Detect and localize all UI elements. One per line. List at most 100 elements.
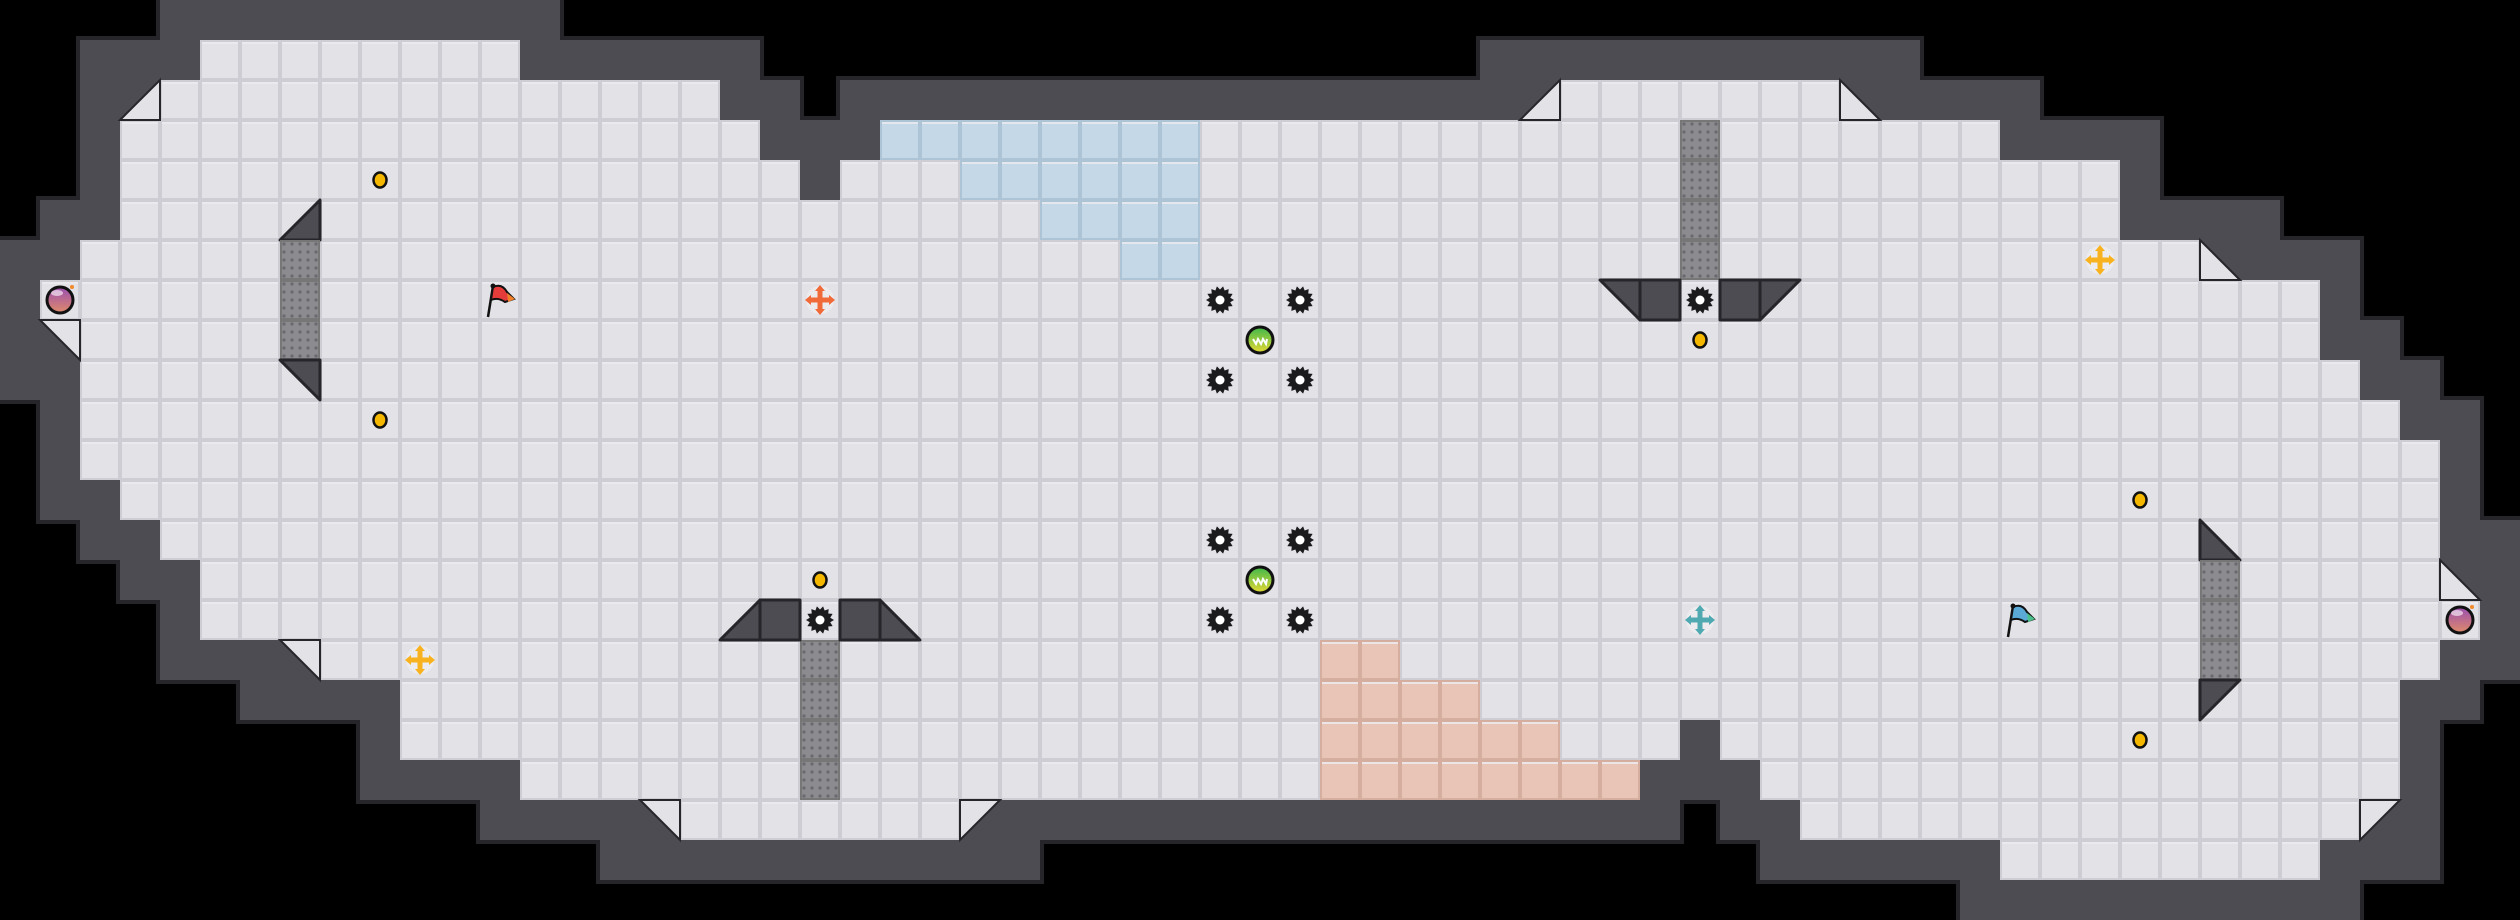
wall-block xyxy=(2120,880,2160,920)
floor-tile xyxy=(1960,520,2000,560)
floor-tile xyxy=(1760,320,1800,360)
floor-tile xyxy=(2160,320,2200,360)
floor-tile xyxy=(640,120,680,160)
floor-tile xyxy=(720,240,760,280)
floor-tile xyxy=(640,560,680,600)
floor-tile xyxy=(1560,600,1600,640)
floor-tile xyxy=(440,600,480,640)
floor-tile xyxy=(1960,800,2000,840)
wall-block xyxy=(760,840,800,880)
floor-tile xyxy=(600,200,640,240)
floor-tile xyxy=(1360,280,1400,320)
floor-tile xyxy=(960,480,1000,520)
floor-tile xyxy=(560,400,600,440)
water-tile xyxy=(960,120,1000,160)
floor-tile xyxy=(1280,200,1320,240)
floor-tile xyxy=(600,240,640,280)
floor-tile xyxy=(520,80,560,120)
floor-tile xyxy=(400,560,440,600)
floor-tile xyxy=(1440,240,1480,280)
wall-block xyxy=(120,560,160,600)
floor-tile xyxy=(2280,400,2320,440)
floor-tile xyxy=(720,560,760,600)
floor-tile xyxy=(1760,600,1800,640)
wall-block xyxy=(240,0,280,40)
floor-tile xyxy=(1480,400,1520,440)
floor-tile xyxy=(2120,640,2160,680)
water-tile xyxy=(1160,120,1200,160)
wall-block xyxy=(2040,120,2080,160)
sand-tile xyxy=(1480,760,1520,800)
floor-tile xyxy=(600,600,640,640)
floor-tile xyxy=(160,160,200,200)
wall-block xyxy=(2440,440,2480,480)
floor-tile xyxy=(480,400,520,440)
floor-tile xyxy=(880,360,920,400)
wall-block xyxy=(40,480,80,520)
floor-tile xyxy=(120,360,160,400)
floor-tile xyxy=(880,640,920,680)
floor-tile xyxy=(1640,720,1680,760)
wall-block xyxy=(2440,520,2480,560)
floor-tile xyxy=(1280,440,1320,480)
diagonal-floor-tile xyxy=(959,799,1003,843)
floor-tile xyxy=(1760,560,1800,600)
floor-tile xyxy=(1000,360,1040,400)
ramp-wall xyxy=(838,598,882,642)
floor-tile xyxy=(1120,760,1160,800)
floor-tile xyxy=(1360,400,1400,440)
floor-tile xyxy=(2040,640,2080,680)
floor-tile xyxy=(1360,320,1400,360)
floor-tile xyxy=(1960,760,2000,800)
floor-tile xyxy=(160,240,200,280)
floor-tile xyxy=(760,680,800,720)
floor-tile xyxy=(1040,640,1080,680)
wall-block xyxy=(1880,80,1920,120)
floor-tile xyxy=(520,120,560,160)
floor-tile xyxy=(1520,400,1560,440)
floor-tile xyxy=(280,520,320,560)
sand-tile xyxy=(1400,720,1440,760)
floor-tile xyxy=(160,480,200,520)
wall-block xyxy=(2400,360,2440,400)
floor-tile xyxy=(2160,440,2200,480)
floor-tile xyxy=(160,520,200,560)
floor-tile xyxy=(1720,120,1760,160)
floor-tile xyxy=(520,760,560,800)
floor-tile xyxy=(2080,320,2120,360)
floor-tile xyxy=(1080,600,1120,640)
floor-tile xyxy=(1120,640,1160,680)
floor-tile xyxy=(1760,400,1800,440)
floor-tile xyxy=(1040,280,1080,320)
wall-block xyxy=(2440,680,2480,720)
sand-tile xyxy=(1320,680,1360,720)
floor-tile xyxy=(1560,320,1600,360)
floor-tile xyxy=(2360,760,2400,800)
floor-tile xyxy=(720,520,760,560)
wall-block xyxy=(1240,80,1280,120)
floor-tile xyxy=(960,240,1000,280)
floor-tile xyxy=(2280,720,2320,760)
floor-tile xyxy=(400,360,440,400)
floor-tile xyxy=(2280,480,2320,520)
floor-tile xyxy=(1640,400,1680,440)
floor-tile xyxy=(600,520,640,560)
floor-tile xyxy=(1360,480,1400,520)
floor-tile xyxy=(1320,160,1360,200)
wall-block xyxy=(2000,120,2040,160)
wall-block xyxy=(1640,760,1680,800)
wall-block xyxy=(2440,400,2480,440)
floor-tile xyxy=(1520,240,1560,280)
floor-tile xyxy=(2240,520,2280,560)
floor-tile xyxy=(520,680,560,720)
floor-tile xyxy=(1000,280,1040,320)
floor-tile xyxy=(720,360,760,400)
floor-tile xyxy=(440,240,480,280)
floor-tile xyxy=(160,320,200,360)
floor-tile xyxy=(800,800,840,840)
mesh-block xyxy=(800,760,840,800)
floor-tile xyxy=(1200,480,1240,520)
floor-tile xyxy=(240,280,280,320)
floor-tile xyxy=(1840,360,1880,400)
wall-block xyxy=(80,40,120,80)
